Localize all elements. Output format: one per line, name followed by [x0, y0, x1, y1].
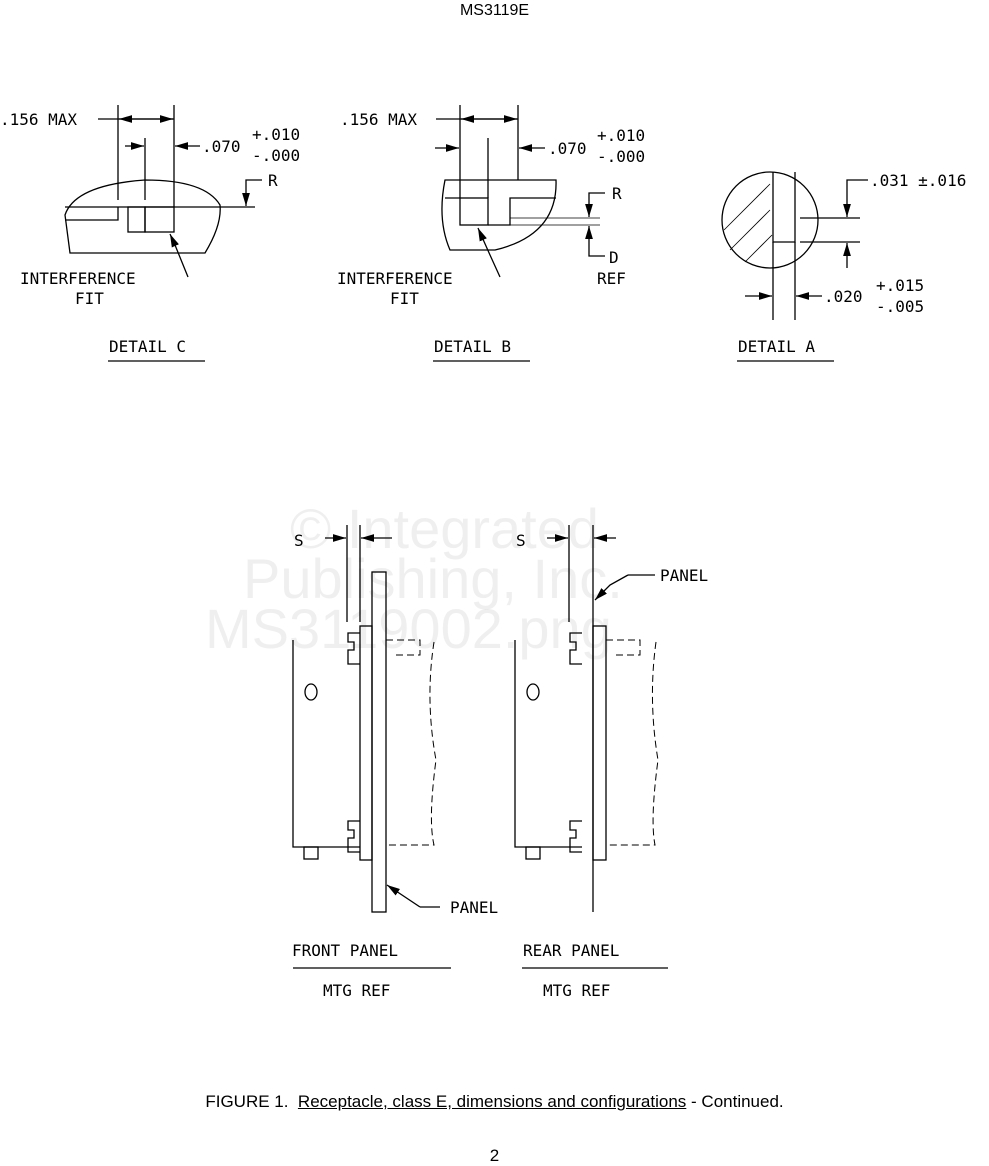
tolerance-plus: +.015 — [876, 276, 924, 295]
max-dimension: .156 MAX — [340, 110, 417, 129]
detail-title: DETAIL B — [434, 337, 511, 356]
dimension-top: .031 ±.016 — [870, 171, 966, 190]
svg-text:© Integrated: © Integrated — [290, 497, 599, 560]
panel-label: PANEL — [450, 898, 498, 917]
radius-label: R — [612, 184, 622, 203]
rear-panel-title: REAR PANEL — [523, 941, 619, 960]
s-label: S — [294, 531, 304, 550]
document-number: MS3119E — [459, 2, 530, 19]
mtg-ref-label: MTG REF — [543, 981, 610, 1000]
detail-c: .156 MAX .070 +.010 -.000 R INTERFERENCE… — [0, 105, 300, 362]
max-dimension: .156 MAX — [0, 110, 77, 129]
dimension-bottom: .020 — [824, 287, 863, 306]
panel-label: PANEL — [660, 566, 708, 585]
detail-title: DETAIL C — [109, 337, 186, 356]
mtg-ref-label: MTG REF — [323, 981, 390, 1000]
d-label: D — [609, 248, 619, 267]
figure-caption: FIGURE 1. Receptacle, class E, dimension… — [0, 1092, 989, 1112]
detail-a: .031 ±.016 .020 +.015 -.005 DETAIL A — [721, 171, 966, 362]
page-number: 2 — [489, 1146, 500, 1165]
note-line2: FIT — [390, 289, 419, 308]
note-line1: INTERFERENCE — [20, 269, 136, 288]
watermark: © Integrated Publishing, Inc. MS3119002.… — [205, 497, 623, 660]
front-panel-mounting: FRONT PANEL MTG REF S PANEL — [292, 525, 498, 1000]
tolerance-minus: -.000 — [252, 146, 300, 165]
dimension: .070 — [202, 137, 241, 156]
tolerance-minus: -.005 — [876, 297, 924, 316]
front-panel-title: FRONT PANEL — [292, 941, 398, 960]
caption-suffix: - Continued. — [686, 1092, 784, 1111]
ref-label: REF — [597, 269, 626, 288]
caption-prefix: FIGURE 1. — [205, 1092, 289, 1111]
radius-label: R — [268, 171, 278, 190]
dimension: .070 — [548, 139, 587, 158]
detail-title: DETAIL A — [738, 337, 815, 356]
tolerance-minus: -.000 — [597, 147, 645, 166]
s-label: S — [516, 531, 526, 550]
note-line1: INTERFERENCE — [337, 269, 453, 288]
svg-text:MS3119002.png: MS3119002.png — [205, 597, 612, 660]
detail-b: .156 MAX .070 +.010 -.000 R D REF INTERF… — [337, 105, 645, 362]
tolerance-plus: +.010 — [597, 126, 645, 145]
tolerance-plus: +.010 — [252, 125, 300, 144]
svg-text:Publishing, Inc.: Publishing, Inc. — [243, 547, 623, 610]
rear-panel-mounting: PANEL S REAR PANEL MTG REF — [514, 525, 708, 1000]
note-line2: FIT — [75, 289, 104, 308]
caption-title: Receptacle, class E, dimensions and conf… — [297, 1092, 687, 1111]
